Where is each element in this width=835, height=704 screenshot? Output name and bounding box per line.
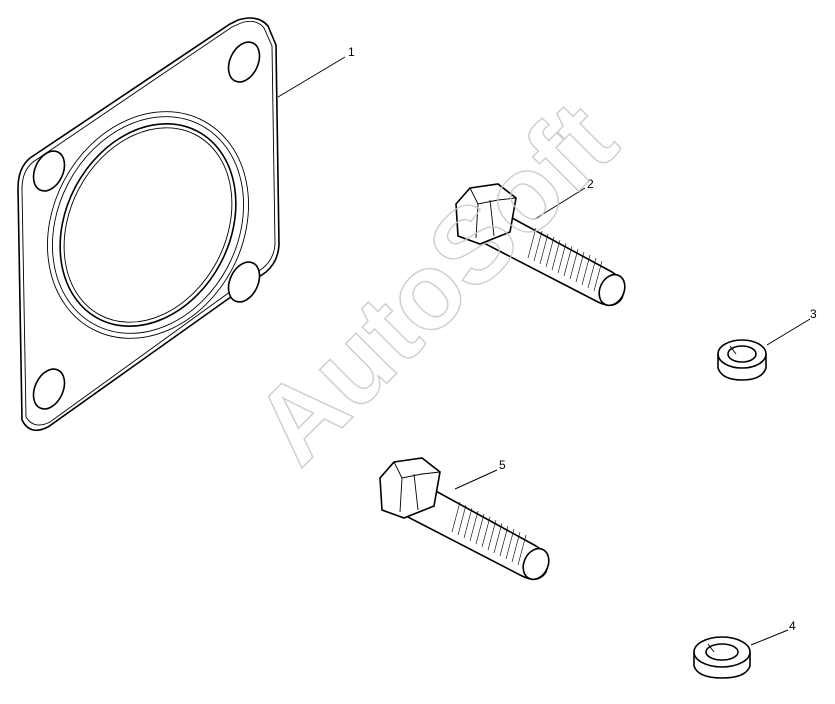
bolt-thread-upper	[527, 227, 603, 292]
callout-4: 4	[789, 619, 796, 633]
callout-2: 2	[587, 177, 594, 191]
hex-bolt-part-5	[379, 457, 550, 581]
flange-gasket-part-1	[17, 17, 280, 432]
callout-5: 5	[499, 458, 506, 472]
callout-3: 3	[810, 307, 817, 321]
lock-washer-part-4	[693, 636, 751, 679]
leader-line-3	[766, 318, 811, 346]
leader-line-1	[277, 56, 346, 98]
leader-line-2	[534, 187, 586, 220]
lock-washer-part-3	[717, 339, 767, 381]
hex-bolt-part-2	[455, 183, 626, 307]
leader-line-4	[750, 629, 789, 646]
callout-1: 1	[348, 45, 355, 59]
bolt-thread-lower	[451, 501, 527, 566]
leader-line-5	[454, 469, 498, 490]
